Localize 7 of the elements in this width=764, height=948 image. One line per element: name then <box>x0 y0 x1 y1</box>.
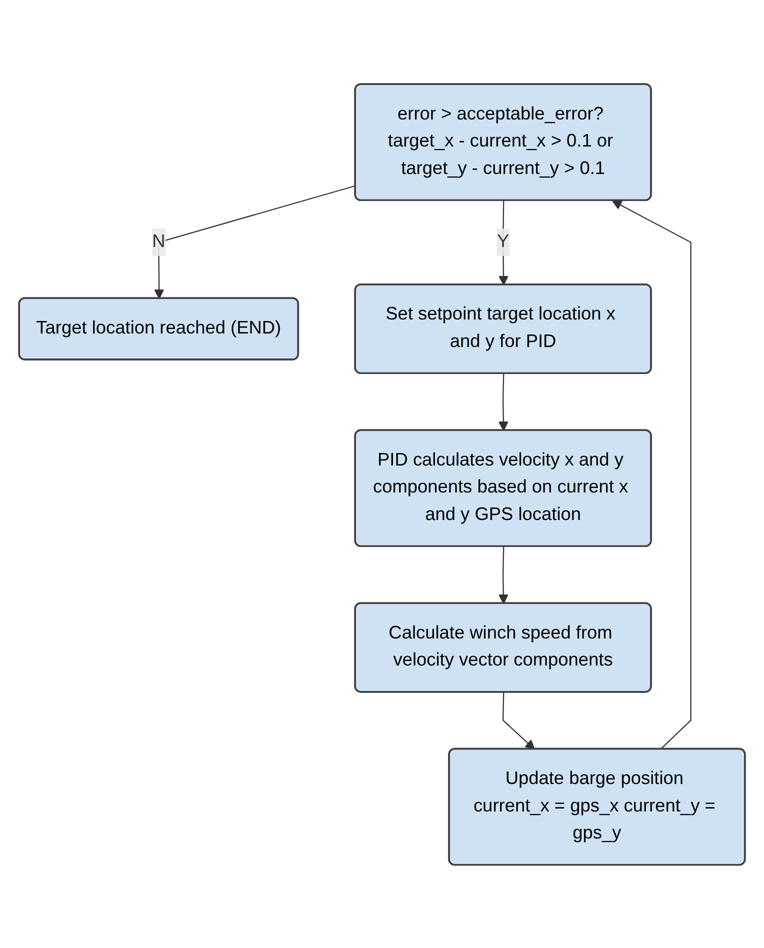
arrow <box>498 373 508 431</box>
arrow <box>612 200 692 750</box>
arrow <box>498 546 508 604</box>
edge-label: Y <box>496 232 510 251</box>
arrow <box>502 692 535 750</box>
edge-label: N <box>152 232 166 251</box>
arrow <box>154 184 356 299</box>
